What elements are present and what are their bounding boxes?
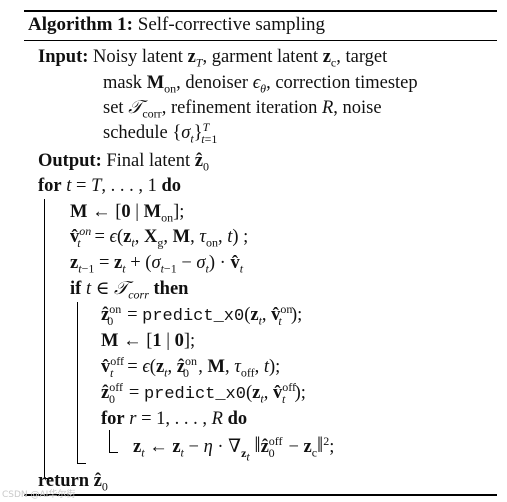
- algorithm-box: Algorithm 1: Self-corrective sampling In…: [24, 10, 497, 496]
- inner-for-bar: [109, 430, 110, 452]
- for-block-foot: [44, 478, 53, 479]
- inner-for-line: for r = 1, . . . , R do: [101, 409, 248, 429]
- mask-assign-line: M ← [0 | Mon];: [70, 202, 185, 225]
- algorithm-name: Self-corrective sampling: [137, 14, 326, 35]
- do-keyword: do: [227, 409, 248, 429]
- output-text: Final latent: [106, 151, 191, 171]
- do-keyword: do: [161, 176, 182, 196]
- if-block-bar: [77, 302, 78, 463]
- z-update-line: zt−1 = zt + (σt−1 − σt) · v̂t: [70, 253, 244, 276]
- for-keyword: for: [101, 409, 125, 429]
- top-rule: [24, 10, 497, 12]
- for-keyword: for: [38, 176, 62, 196]
- input-text: Noisy latent: [93, 47, 183, 67]
- input-text: refinement iteration: [170, 98, 318, 118]
- output-keyword: Output:: [38, 151, 102, 171]
- predict-fn: predict_x0: [143, 385, 246, 404]
- input-text: garment latent: [211, 47, 319, 67]
- output-line: Output: Final latent ẑ0: [38, 151, 209, 174]
- input-line-4: schedule {σt}Tt=1: [103, 119, 218, 146]
- input-keyword: Input:: [38, 47, 89, 67]
- algorithm-number: Algorithm 1:: [28, 14, 134, 35]
- refine-update-line: zt ← zt − η · ∇zt ‖ẑoff0 − zc‖2;: [133, 432, 335, 464]
- input-line-3: set 𝒯corr, refinement iteration R, noise: [103, 98, 382, 121]
- if-keyword: if: [70, 279, 82, 299]
- input-text: mask: [103, 73, 143, 93]
- input-text: schedule: [103, 123, 168, 143]
- v-off-line: v̂offt = ϵ(zt, ẑon0 , M, τoff, t);: [101, 353, 281, 380]
- mask-reset-line: M ← [1 | 0];: [101, 331, 196, 351]
- algorithm-title: Algorithm 1: Self-corrective sampling: [28, 14, 325, 36]
- input-text: set: [103, 98, 124, 118]
- predict-on-line: ẑon0 = predict_x0(zt, v̂ont );: [101, 301, 303, 328]
- input-text: correction timestep: [275, 73, 418, 93]
- if-line: if t ∈ 𝒯corr then: [70, 279, 189, 302]
- title-rule: [24, 40, 497, 41]
- for-line: for t = T, . . . , 1 do: [38, 176, 182, 196]
- input-line-1: Input: Noisy latent zT, garment latent z…: [38, 47, 388, 70]
- return-line: return ẑ0: [38, 471, 108, 494]
- predict-off-line: ẑoff0 = predict_x0(zt, v̂offt );: [101, 379, 306, 406]
- input-text: denoiser: [185, 73, 249, 93]
- then-keyword: then: [153, 279, 189, 299]
- return-keyword: return: [38, 471, 90, 491]
- for-block-bar: [44, 199, 45, 478]
- if-block-foot: [77, 463, 86, 464]
- input-text: target: [345, 47, 388, 67]
- inner-for-foot: [109, 452, 118, 453]
- watermark: CSDN @AI华尔街: [2, 490, 76, 500]
- input-text: noise: [342, 98, 382, 118]
- input-line-2: mask Mon, denoiser ϵθ, correction timest…: [103, 73, 418, 96]
- v-on-line: v̂ont = ϵ(zt, Xg, M, τon, t) ;: [70, 223, 249, 250]
- predict-fn: predict_x0: [142, 307, 245, 326]
- bottom-rule: [24, 494, 497, 496]
